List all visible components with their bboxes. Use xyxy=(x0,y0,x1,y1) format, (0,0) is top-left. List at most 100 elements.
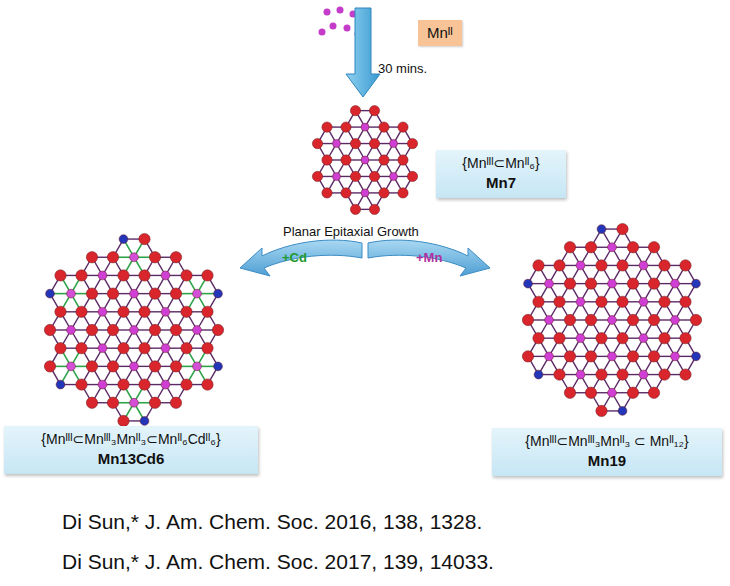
metal-atom xyxy=(534,370,543,379)
oxygen-atom xyxy=(659,369,670,380)
metal-atom xyxy=(130,326,139,335)
metal-atom xyxy=(161,307,170,316)
oxygen-atom xyxy=(76,379,87,390)
oxygen-atom xyxy=(627,314,638,325)
ion-label: Mnᴵᴵ xyxy=(418,20,462,46)
left-growth-arrow xyxy=(240,240,362,276)
metal-atom xyxy=(130,398,139,407)
oxygen-atom xyxy=(627,242,638,253)
oxygen-atom xyxy=(617,369,628,380)
oxygen-atom xyxy=(139,343,150,354)
oxygen-atom xyxy=(86,361,97,372)
oxygen-atom xyxy=(659,296,670,307)
metal-atom xyxy=(597,225,606,234)
metal-atom xyxy=(608,352,617,361)
metal-atom xyxy=(333,140,341,148)
reagent-label: +Cd xyxy=(282,250,307,265)
metal-atom xyxy=(119,235,128,244)
cluster xyxy=(312,106,417,215)
metal-atom xyxy=(46,289,55,298)
metal-atom xyxy=(98,344,107,353)
formula-text: Mnᴵᴵ xyxy=(427,23,453,43)
metal-atom xyxy=(67,362,76,371)
oxygen-atom xyxy=(379,155,389,165)
oxygen-atom xyxy=(107,288,118,299)
metal-atom xyxy=(67,326,76,335)
metal-atom xyxy=(98,307,107,316)
oxygen-atom xyxy=(585,314,596,325)
oxygen-atom xyxy=(139,270,150,281)
metal-atom xyxy=(161,380,170,389)
metal-atom xyxy=(333,172,341,180)
oxygen-atom xyxy=(522,314,533,325)
metal-atom xyxy=(692,279,701,288)
oxygen-atom xyxy=(322,155,332,165)
metal-atom xyxy=(161,271,170,280)
oxygen-atom xyxy=(648,387,659,398)
oxygen-atom xyxy=(202,306,213,317)
oxygen-atom xyxy=(86,252,97,263)
metal-atom xyxy=(671,352,680,361)
oxygen-atom xyxy=(585,351,596,362)
oxygen-atom xyxy=(107,324,118,335)
cluster-label-box: {Mnᴵᴵᴵ⊂Mnᴵᴵ₆}Mn7 xyxy=(436,150,566,198)
oxygen-atom xyxy=(149,288,160,299)
metal-atom xyxy=(214,289,223,298)
metal-atom xyxy=(576,370,585,379)
formula-text: {Mnᴵᴵᴵ⊂Mnᴵᴵ₆} xyxy=(446,154,556,173)
formula-text: {Mnᴵᴵᴵ⊂Mnᴵᴵᴵ₃Mnᴵᴵ₃⊂Mnᴵᴵ₆Cdᴵᴵ₆} xyxy=(14,430,248,449)
metal-atom xyxy=(639,334,648,343)
oxygen-atom xyxy=(118,415,129,426)
metal-atom xyxy=(361,189,369,197)
metal-atom xyxy=(161,344,170,353)
metal-atom xyxy=(692,352,701,361)
citation: Di Sun,* J. Am. Chem. Soc. 2016, 138, 13… xyxy=(62,510,482,534)
metal-atom xyxy=(361,123,369,131)
metal-atom xyxy=(545,279,554,288)
oxygen-atom xyxy=(564,242,575,253)
metal-atom xyxy=(671,316,680,325)
oxygen-atom xyxy=(564,278,575,289)
oxygen-atom xyxy=(596,260,607,271)
oxygen-atom xyxy=(139,379,150,390)
oxygen-atom xyxy=(76,306,87,317)
metal-atom xyxy=(671,279,680,288)
oxygen-atom xyxy=(149,397,160,408)
oxygen-atom xyxy=(564,314,575,325)
metal-atom xyxy=(67,289,76,298)
oxygen-atom xyxy=(149,324,160,335)
oxygen-atom xyxy=(648,278,659,289)
oxygen-atom xyxy=(407,138,417,148)
oxygen-atom xyxy=(596,333,607,344)
oxygen-atom xyxy=(341,155,351,165)
oxygen-atom xyxy=(617,223,628,234)
oxygen-atom xyxy=(149,361,160,372)
oxygen-atom xyxy=(322,122,332,132)
oxygen-atom xyxy=(181,270,192,281)
metal-atom xyxy=(524,279,533,288)
oxygen-atom xyxy=(369,171,379,181)
oxygen-atom xyxy=(86,324,97,335)
metal-atom xyxy=(130,253,139,262)
oxygen-atom xyxy=(617,333,628,344)
metal-atom xyxy=(608,388,617,397)
oxygen-atom xyxy=(398,188,408,198)
metal-atom xyxy=(608,243,617,252)
formula-text: {Mnᴵᴵᴵ⊂Mnᴵᴵᴵ₃Mnᴵᴵ₃ ⊂ Mnᴵᴵ₁₂} xyxy=(502,432,712,451)
oxygen-atom xyxy=(522,351,533,362)
oxygen-atom xyxy=(76,343,87,354)
metal-atom xyxy=(193,362,202,371)
metal-atom xyxy=(98,271,107,280)
cluster-label-box: {Mnᴵᴵᴵ⊂Mnᴵᴵᴵ₃Mnᴵᴵ₃ ⊂ Mnᴵᴵ₁₂}Mn19 xyxy=(492,428,722,476)
oxygen-atom xyxy=(312,138,322,148)
oxygen-atom xyxy=(170,361,181,372)
oxygen-atom xyxy=(181,379,192,390)
cluster xyxy=(522,223,701,416)
oxygen-atom xyxy=(55,343,66,354)
oxygen-atom xyxy=(596,296,607,307)
oxygen-atom xyxy=(170,397,181,408)
cluster-name: Mn19 xyxy=(502,451,712,471)
oxygen-atom xyxy=(585,278,596,289)
oxygen-atom xyxy=(350,138,360,148)
